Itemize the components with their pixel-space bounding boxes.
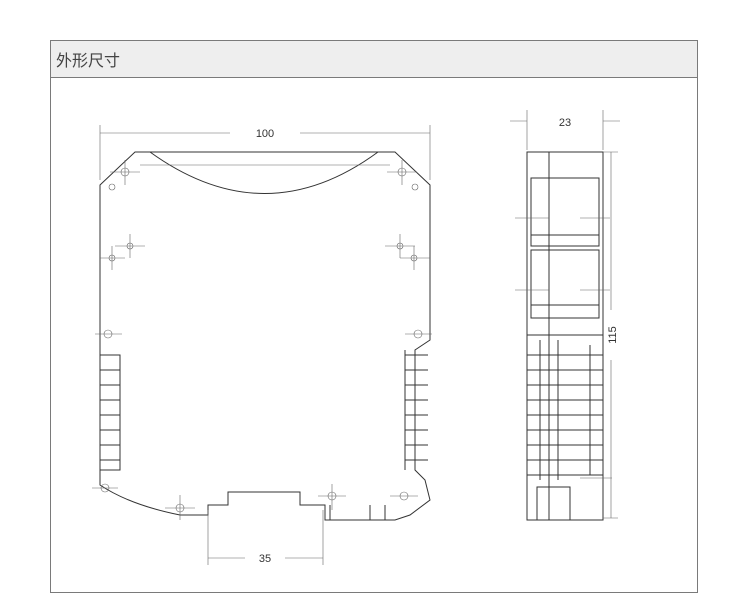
- dimension-label-width: 100: [256, 128, 274, 140]
- section-header: 外形尺寸: [51, 41, 697, 78]
- dimension-label-height: 115: [607, 326, 619, 344]
- dimensions-panel: 外形尺寸: [50, 40, 698, 593]
- side-view: 23 115: [510, 110, 620, 521]
- dimension-label-depth: 23: [559, 117, 571, 129]
- dimension-label-rail: 35: [259, 553, 271, 565]
- front-view: 100 35: [92, 125, 432, 565]
- section-title: 外形尺寸: [56, 51, 121, 70]
